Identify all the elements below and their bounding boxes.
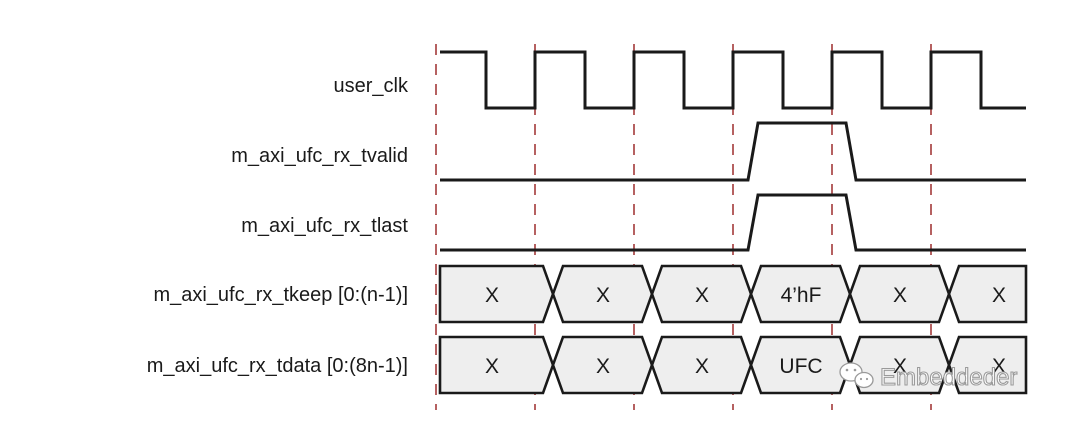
bus-segment [438,335,555,395]
bus-value: X [596,284,610,307]
bus-value: X [485,284,499,307]
signal-label-tvalid: m_axi_ufc_rx_tvalid [231,145,408,167]
bus-value: X [893,284,907,307]
user-clk-waveform [440,50,1026,110]
bus-value: X [695,284,709,307]
signal-label-tlast: m_axi_ufc_rx_tlast [241,215,408,237]
bus-value: X [992,355,1006,378]
bus-segment [438,264,555,324]
bus-segment [749,264,852,324]
tkeep-bus: X X X 4’hF X X [438,264,1028,324]
bus-segment [947,335,1028,395]
wechat-icon [839,362,874,389]
bus-value: X [596,355,610,378]
bus-segment [551,335,654,395]
watermark: Embeddeder [839,362,1018,392]
bus-segment [749,335,852,395]
tvalid-waveform [440,121,1026,182]
bus-value: X [695,355,709,378]
signal-label-tdata: m_axi_ufc_rx_tdata [0:(8n-1)] [147,355,408,377]
watermark-text: Embeddeder [880,364,1017,391]
signal-label-user-clk: user_clk [334,75,409,97]
signal-label-tkeep: m_axi_ufc_rx_tkeep [0:(n-1)] [153,284,408,306]
bus-segment [650,335,753,395]
tdata-bus: X X X UFC X X [438,335,1028,395]
bus-value: X [485,355,499,378]
bus-segment [947,264,1028,324]
bus-segment [551,264,654,324]
bus-value: X [893,355,907,378]
bus-value: UFC [779,355,822,378]
bus-value: X [992,284,1006,307]
bus-value: 4’hF [781,284,822,307]
tlast-waveform [440,193,1026,252]
bus-segment [650,264,753,324]
bus-segment [848,264,951,324]
